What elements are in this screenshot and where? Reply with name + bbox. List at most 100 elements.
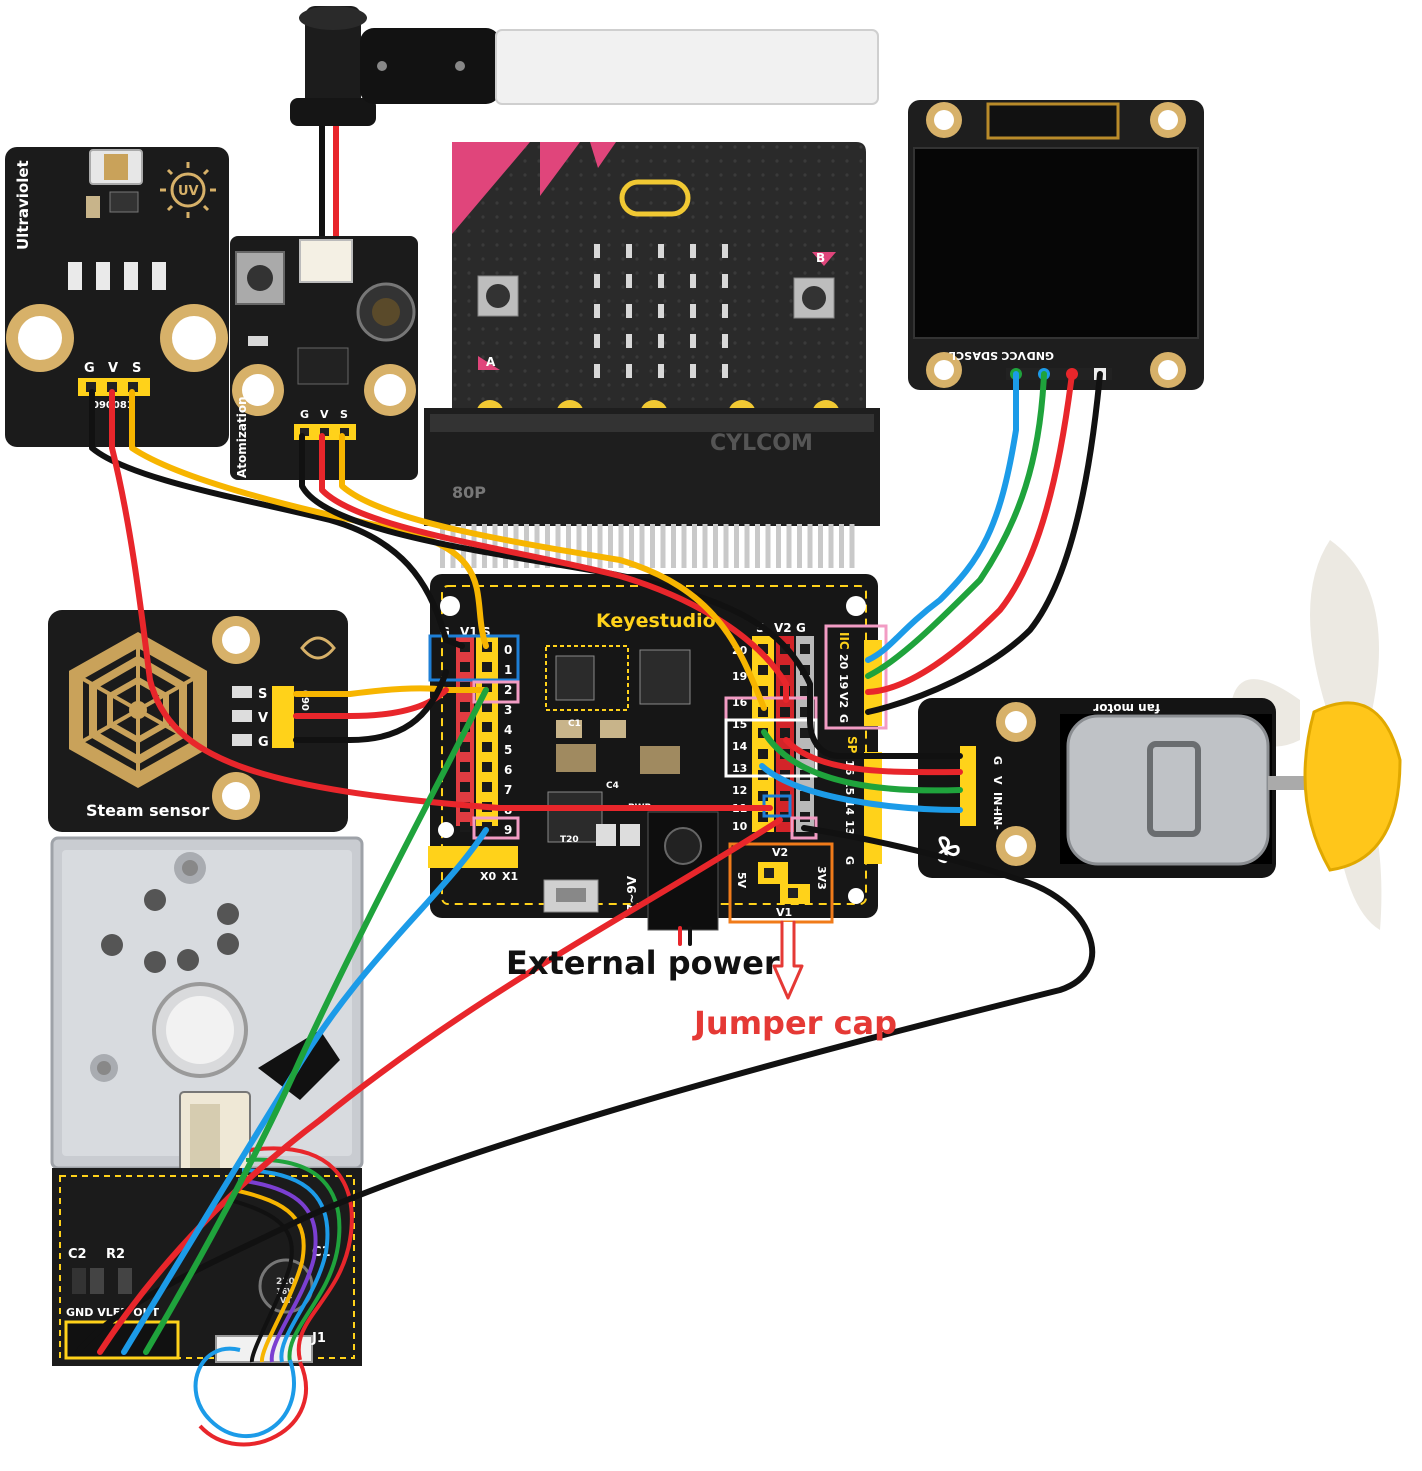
- edge-pin: [566, 524, 571, 568]
- pin-socket: [780, 665, 790, 675]
- edge-pin: [765, 524, 771, 568]
- edge-pin: [639, 524, 645, 568]
- atomization-pin-v: V: [320, 408, 329, 421]
- pin-socket: [482, 662, 492, 672]
- steam-sensor-module: S V G 090 Steam sensor: [48, 610, 348, 832]
- led: [658, 334, 664, 348]
- pin-socket: [460, 782, 470, 792]
- edge-pin: [629, 524, 634, 568]
- dust-label-j1: J1: [311, 1331, 326, 1346]
- spi-label: SPI: [845, 736, 859, 758]
- led: [690, 334, 696, 348]
- led: [722, 364, 728, 378]
- pin-socket: [460, 742, 470, 752]
- right-pin-10: 10: [732, 820, 748, 833]
- button-b-label: B: [816, 251, 825, 265]
- steam-pin-s: S: [258, 687, 267, 702]
- led: [658, 364, 664, 378]
- connector-code: 80P: [452, 483, 486, 502]
- edge-pin: [650, 524, 655, 568]
- pin-socket: [482, 762, 492, 772]
- atomization-module-name: Atomization: [235, 396, 249, 478]
- pin-socket: [758, 749, 768, 759]
- dc-jack-label: 7~9V: [625, 875, 639, 912]
- led: [690, 364, 696, 378]
- highlight-pin0: [428, 634, 520, 682]
- led: [626, 364, 632, 378]
- spi-pin-g: G: [843, 856, 856, 865]
- dust-pin-labels: GND VLED OUT: [66, 1306, 159, 1319]
- edge-pins: [440, 524, 855, 568]
- fan-pin-in-plus: IN+: [991, 792, 1004, 815]
- pin-socket: [460, 662, 470, 672]
- uv-sensor-module: UV Ultraviolet G V S 090081: [5, 147, 229, 447]
- left-pin-7: 7: [504, 783, 512, 797]
- pin-socket: [758, 707, 768, 717]
- right-pin-19: 19: [732, 670, 747, 683]
- fan-pin-in-minus: IN-: [991, 812, 1004, 830]
- uv-badge: UV: [178, 184, 199, 199]
- pin-socket: [780, 707, 790, 717]
- jumper-5v: 5V: [735, 872, 748, 889]
- pin-socket: [482, 782, 492, 792]
- edge-pin: [828, 524, 834, 568]
- right-pin-13: 13: [732, 762, 747, 775]
- iic-pin-19: 19: [837, 674, 850, 689]
- left-pin-5: 5: [504, 743, 512, 757]
- wires: [75, 371, 1103, 1355]
- edge-pin: [744, 524, 750, 568]
- shield-brand: Keyestudio: [596, 610, 716, 632]
- led: [690, 244, 696, 258]
- connector-brand: CYLCOM: [710, 431, 813, 456]
- pin-socket: [758, 686, 768, 696]
- shield-x0: X0: [480, 870, 496, 883]
- edge-pin: [755, 524, 760, 568]
- edge-pin: [587, 524, 592, 568]
- left-pin-4: 4: [504, 723, 512, 737]
- right-pin-14: 14: [732, 740, 748, 753]
- led: [722, 274, 728, 288]
- edge-pin: [671, 524, 676, 568]
- dust-label-c2: C2: [68, 1247, 87, 1262]
- iic-label: IIC: [837, 632, 851, 650]
- steam-pin-v: V: [258, 711, 268, 726]
- fan-pin-g: G: [991, 756, 1004, 765]
- pin-socket: [460, 762, 470, 772]
- highlight-pin9: [472, 816, 520, 840]
- edge-pin: [576, 524, 582, 568]
- oled-pin-sda: SDA: [972, 349, 998, 362]
- fan-module: fan motor G V IN+ IN-: [918, 540, 1402, 930]
- fan-module-name: fan motor: [1093, 701, 1160, 715]
- jumper-v1: V1: [776, 906, 792, 919]
- pin-socket: [482, 722, 492, 732]
- left-header-s: S: [482, 625, 491, 639]
- dust-label-r2: R2: [106, 1247, 125, 1262]
- edge-pin: [597, 524, 603, 568]
- left-pin-3: 3: [504, 703, 512, 717]
- pin-socket: [780, 728, 790, 738]
- led-matrix: [594, 244, 728, 378]
- iic-pin-g: G: [837, 714, 850, 723]
- pin-socket: [482, 702, 492, 712]
- steam-pin-g: G: [258, 735, 269, 750]
- right-header-g: G: [796, 621, 806, 635]
- edge-pin: [618, 524, 624, 568]
- uv-module-name: Ultraviolet: [14, 160, 32, 250]
- led: [594, 364, 600, 378]
- left-pin-9: 9: [504, 823, 512, 837]
- uv-pin-v: V: [108, 361, 118, 376]
- led: [658, 274, 664, 288]
- steam-module-name: Steam sensor: [86, 801, 209, 820]
- oled-pin-gnd: GND: [1027, 349, 1054, 362]
- jumper-3v3: 3V3: [815, 866, 828, 890]
- pin-socket: [800, 686, 810, 696]
- fan-pin-v: V: [991, 776, 1004, 785]
- iic-pin-v2: V2: [837, 692, 850, 708]
- oled-pin-vcc: VCC: [1001, 349, 1026, 362]
- pin-socket: [460, 822, 470, 832]
- microbit-board: A B CYLCOM 80P: [424, 142, 880, 568]
- led: [722, 244, 728, 258]
- shield-c4: C4: [606, 781, 619, 791]
